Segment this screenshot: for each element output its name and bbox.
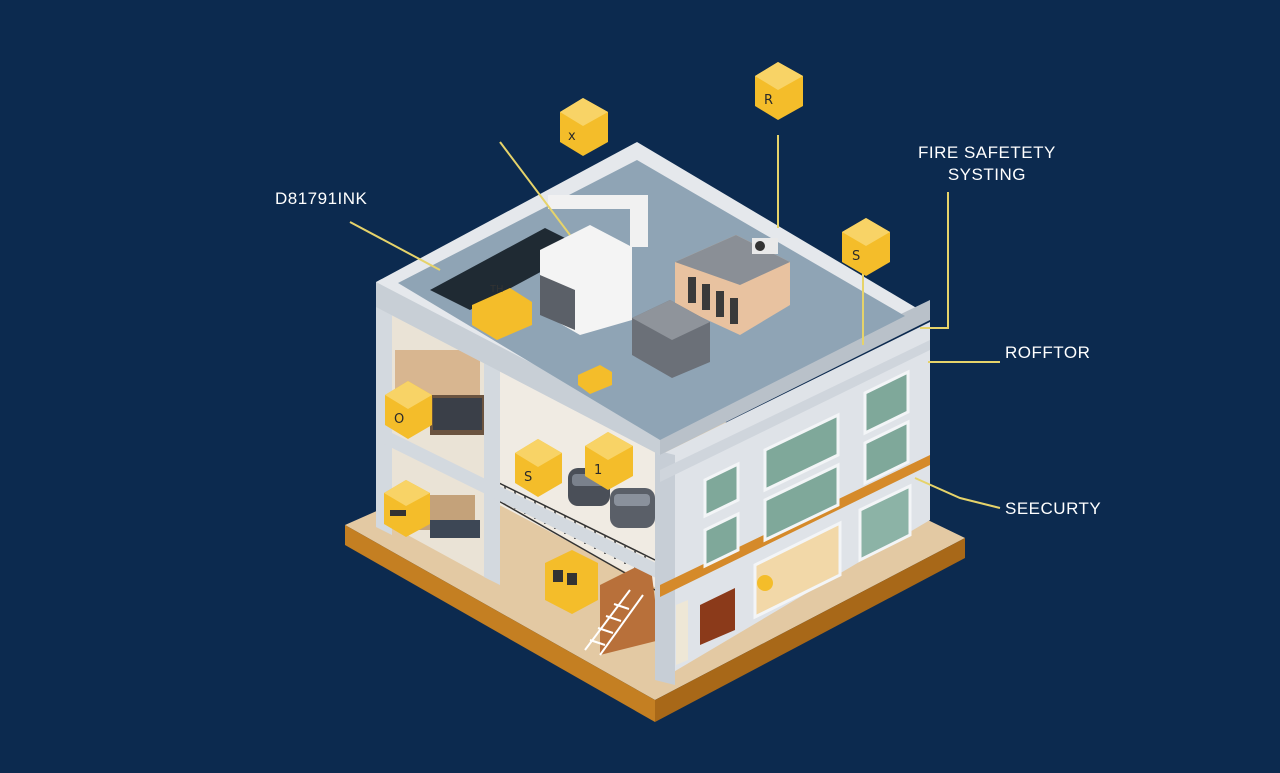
callout-rooftop: ROFFTOR	[1005, 342, 1090, 364]
cube-s-mid-label: S	[524, 470, 532, 485]
cube-o-label: O	[394, 412, 404, 427]
callout-fire-line1: FIRE SAFETETY	[918, 143, 1056, 162]
cube-x-label: x	[568, 129, 576, 144]
callout-fire-safety: FIRE SAFETETY SYSTING	[918, 142, 1056, 186]
cube-s-roof-label: S	[852, 249, 860, 264]
callout-security: SEECURTY	[1005, 498, 1101, 520]
cube-1-label: 1	[594, 463, 602, 478]
cube-r: R	[755, 62, 803, 120]
cube-s-roof: S	[842, 218, 890, 276]
callout-fire-line2: SYSTING	[918, 164, 1056, 186]
cube-x: x	[560, 98, 608, 156]
cube-r-label: R	[764, 93, 773, 108]
callout-top-left: D81791INK	[275, 188, 367, 210]
roof-sign-text: TH	[490, 284, 503, 295]
